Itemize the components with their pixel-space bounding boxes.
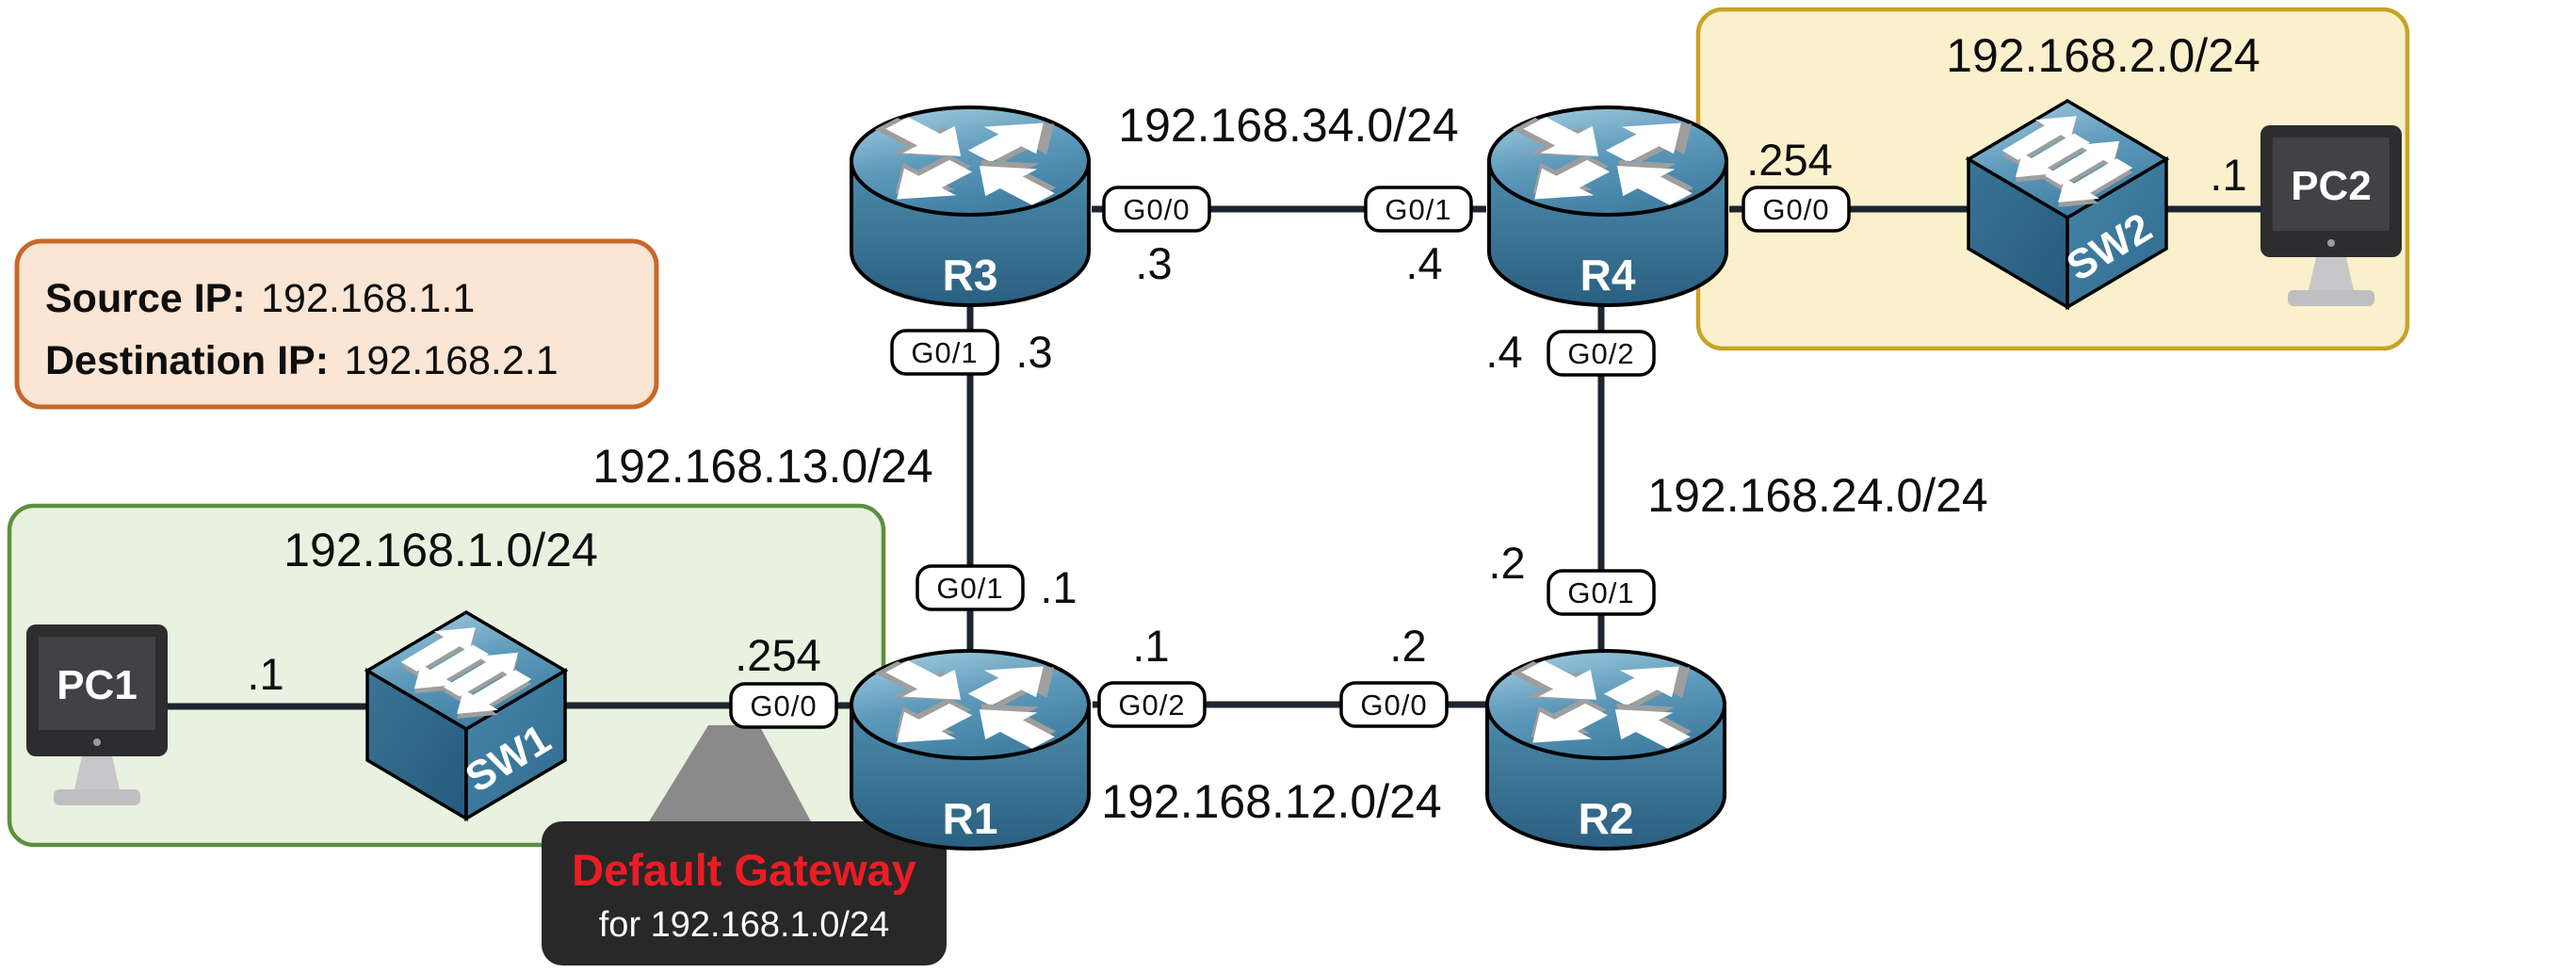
r1-g02-octet: .1 xyxy=(1132,621,1169,671)
pc1-icon: PC1 xyxy=(26,624,168,805)
r3-label: R3 xyxy=(943,251,998,300)
badge-r3-g01-label: G0/1 xyxy=(911,336,978,369)
badge-r3-g00: G0/0 xyxy=(1102,186,1211,233)
badge-r4-g01-label: G0/1 xyxy=(1385,193,1451,226)
r1-icon: R1 xyxy=(850,648,1091,851)
subnet-r1-r2: 192.168.12.0/24 xyxy=(1101,775,1441,828)
destination-ip-line: Destination IP: 192.168.2.1 xyxy=(45,338,559,383)
source-ip-line: Source IP: 192.168.1.1 xyxy=(45,276,475,321)
badge-r3-g01: G0/1 xyxy=(890,329,999,376)
r4-g01-octet: .4 xyxy=(1405,238,1442,288)
badge-r4-g00: G0/0 xyxy=(1742,186,1851,233)
tooltip-box xyxy=(542,821,947,965)
badge-r2-g01-label: G0/1 xyxy=(1567,576,1634,609)
pc2-label: PC2 xyxy=(2291,163,2372,209)
badge-r1-g00-label: G0/0 xyxy=(750,689,817,722)
badge-r2-g00: G0/0 xyxy=(1339,681,1449,728)
r2-label: R2 xyxy=(1579,794,1634,843)
badge-r1-g01: G0/1 xyxy=(915,564,1025,611)
badge-r3-g00-label: G0/0 xyxy=(1123,193,1190,226)
badge-r1-g01-label: G0/1 xyxy=(936,572,1003,605)
r4-g00-octet: .254 xyxy=(1746,135,1832,185)
badge-r1-g02: G0/2 xyxy=(1097,681,1207,728)
packet-info-box: Source IP: 192.168.1.1 Destination IP: 1… xyxy=(14,238,659,410)
octet-labels: .3 .4 .3 .1 .4 .2 .254 .1 .2 .254 .1 .1 xyxy=(247,135,2246,699)
r4-label: R4 xyxy=(1580,251,1636,300)
pc1-label: PC1 xyxy=(57,662,138,708)
r2-g00-octet: .2 xyxy=(1389,621,1426,671)
r2-g01-octet: .2 xyxy=(1488,538,1525,588)
lan2-subnet-label: 192.168.2.0/24 xyxy=(1946,29,2260,82)
r4-g02-octet: .4 xyxy=(1485,327,1522,377)
pc1-octet: .1 xyxy=(247,649,284,699)
badge-r1-g00: G0/0 xyxy=(729,682,838,729)
badge-r1-g02-label: G0/2 xyxy=(1118,689,1185,722)
pc2-octet: .1 xyxy=(2210,150,2246,200)
subnet-labels: 192.168.34.0/24 192.168.13.0/24 192.168.… xyxy=(592,99,1987,828)
badge-r2-g01: G0/1 xyxy=(1547,569,1656,616)
pc2-icon: PC2 xyxy=(2260,125,2402,306)
tooltip-subtitle: for 192.168.1.0/24 xyxy=(599,905,889,945)
subnet-r3-r4: 192.168.34.0/24 xyxy=(1118,99,1458,152)
badge-r4-g01: G0/1 xyxy=(1364,186,1473,233)
r3-g00-octet: .3 xyxy=(1135,238,1172,288)
lan1-subnet-label: 192.168.1.0/24 xyxy=(284,524,598,576)
r2-icon: R2 xyxy=(1485,648,1726,851)
r3-g01-octet: .3 xyxy=(1015,327,1052,377)
tooltip-pointer xyxy=(648,725,812,823)
interface-badges: G0/0 G0/1 G0/1 G0/1 G0/2 G0/1 G0/0 G0/2 xyxy=(729,186,1851,729)
r4-icon: R4 xyxy=(1487,105,1728,308)
badge-r4-g00-label: G0/0 xyxy=(1762,193,1829,226)
tooltip-title: Default Gateway xyxy=(572,845,916,895)
subnet-r3-r1: 192.168.13.0/24 xyxy=(592,440,932,493)
r3-icon: R3 xyxy=(850,105,1091,308)
r1-g01-octet: .1 xyxy=(1040,562,1077,612)
subnet-r4-r2: 192.168.24.0/24 xyxy=(1647,469,1987,522)
r1-label: R1 xyxy=(943,794,998,843)
badge-r4-g02: G0/2 xyxy=(1547,330,1656,377)
r1-g00-octet: .254 xyxy=(735,630,820,680)
badge-r2-g00-label: G0/0 xyxy=(1360,689,1427,722)
badge-r4-g02-label: G0/2 xyxy=(1567,337,1634,370)
default-gateway-tooltip: Default Gateway for 192.168.1.0/24 xyxy=(542,725,947,965)
